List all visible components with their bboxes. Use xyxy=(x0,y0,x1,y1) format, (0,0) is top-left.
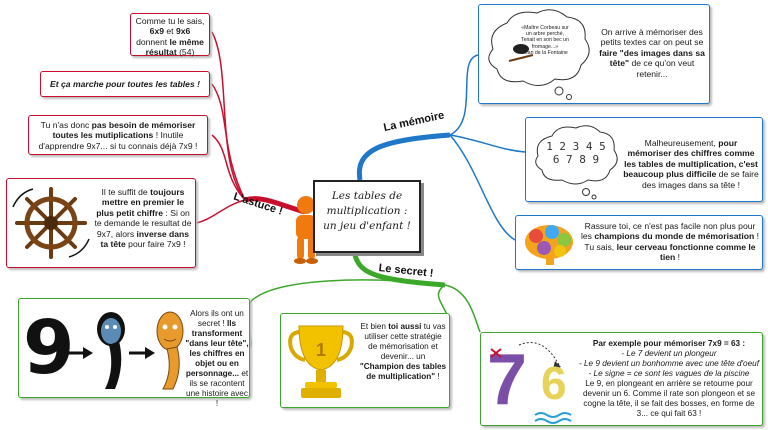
digit-nine-large: 9 xyxy=(23,305,75,391)
astuce-node-smallest-first[interactable]: Il te suffit de toujours mettre en premi… xyxy=(6,178,196,268)
quote-line: un arbre perché, xyxy=(525,31,565,38)
text: de ce qu'on veut retenir... xyxy=(629,58,695,79)
memoire-node-images[interactable]: «Maître Corbeau sur un arbre perché, Ten… xyxy=(478,4,710,104)
digits-cloud xyxy=(535,125,618,200)
memoire-node-digits-difficult[interactable]: 1 2 3 4 5 6 7 8 9 Malheureusement, pour … xyxy=(525,117,763,202)
memoire-node-champions[interactable]: Rassure toi, ce n'est pas facile non plu… xyxy=(515,215,763,270)
text: Il te suffit de xyxy=(101,187,151,197)
quote-line: fromage...» xyxy=(531,43,559,50)
nine-character-icon xyxy=(97,312,125,389)
text: pour faire 7x9 ! xyxy=(125,239,186,250)
astuce-node-commutativity[interactable]: Comme tu le sais, 6x9 et 9x6 donnent le … xyxy=(130,13,210,58)
text: Et bien xyxy=(360,322,389,331)
example-story: Le 9, en plongeant en arrière se retourn… xyxy=(582,379,756,418)
text: Ils transforment "dans leur tête", les c… xyxy=(185,319,249,378)
example-line: - Le 9 devient un bonhomme avec une tête… xyxy=(579,359,759,368)
text: On arrive à mémoriser des petits textes … xyxy=(600,27,704,48)
quote-line: Tenait en son bec un xyxy=(521,37,569,44)
astuce-link-3 xyxy=(211,134,246,201)
center-title-line-3: un jeu d'enfant ! xyxy=(323,220,411,232)
secret-node-example[interactable]: 7 6 Par exemple pour mémoriser 7x9 = 63 … xyxy=(480,332,763,426)
text: (54) xyxy=(176,47,195,58)
secret-node-transform[interactable]: 9 Alors ils ont un secret ! Ils transfor… xyxy=(18,298,250,408)
text: Et ça marche pour toutes les tables ! xyxy=(50,79,200,89)
diving-scene-icon xyxy=(490,342,572,424)
text: Alors ils ont un secret ! xyxy=(190,309,244,328)
thought-bubble xyxy=(488,9,590,100)
text: ! xyxy=(675,252,681,263)
digit-seven-diver: 7 xyxy=(487,340,528,420)
center-title-line-2: multiplication : xyxy=(326,205,408,217)
text: 6x9 xyxy=(149,26,165,37)
text: faire "des images dans sa tête" xyxy=(599,47,705,69)
text: Rassure toi, ce n'est pas facile non plu… xyxy=(580,221,756,242)
text: tu vas utiliser cette stratégie de mémor… xyxy=(364,322,446,361)
digits-line: 6 7 8 9 xyxy=(552,153,600,166)
center-topic[interactable]: Les tables de multiplication : un jeu d'… xyxy=(313,180,421,253)
text: Malheureusement, xyxy=(644,138,719,148)
text: pour mémoriser des chiffres comme les ta… xyxy=(623,138,758,180)
text: leur cerveau fonctionne comme le tien xyxy=(616,241,756,263)
text: pas besoin de mémoriser toutes les mutip… xyxy=(52,120,196,141)
digits-line: 1 2 3 4 5 xyxy=(546,140,606,153)
astuce-node-no-need[interactable]: Tu n'as donc pas besoin de mémoriser tou… xyxy=(28,115,208,155)
trophy-icon: 1 xyxy=(288,325,354,398)
text: toujours mettre en premier le plus petit… xyxy=(96,187,185,218)
brain-icon xyxy=(525,225,573,265)
text: : Si on te demande le resultat de 9x7, a… xyxy=(94,207,192,239)
ship-wheel-icon xyxy=(12,187,90,259)
text: Tu n'as donc xyxy=(40,120,92,130)
example-line: - Le signe = ce sont les vagues de la pi… xyxy=(588,369,750,378)
text: ! Tu sais, xyxy=(584,231,760,252)
memoire-link-2 xyxy=(449,134,526,153)
text: ! xyxy=(435,372,440,381)
text: 9x6 xyxy=(175,26,191,37)
text: le même résultat xyxy=(145,36,204,58)
arrow-right-icon xyxy=(129,347,155,359)
text: "Champion des tables de multiplication" xyxy=(359,362,447,381)
digit-six-character: 6 xyxy=(541,357,567,409)
memoire-link-1 xyxy=(449,54,479,136)
text: et xyxy=(164,26,176,37)
text: champions du monde de mémorisation xyxy=(594,231,755,242)
egg-head-character-icon xyxy=(156,311,184,390)
astuce-link-2 xyxy=(211,83,246,201)
crow-icon xyxy=(508,44,534,62)
quote-author: Jean de la Fontaine xyxy=(522,49,568,56)
example-line: - Le 7 devient un plongeur xyxy=(621,349,717,358)
astuce-link-1 xyxy=(211,31,246,201)
svg-text:1: 1 xyxy=(316,340,326,360)
astuce-branch-line xyxy=(244,196,306,215)
memoire-link-3 xyxy=(449,134,516,241)
astuce-link-4 xyxy=(195,199,246,224)
example-title: Par exemple pour mémoriser 7x9 = 63 : xyxy=(592,339,746,348)
text: donnent xyxy=(136,36,170,47)
astuce-node-all-tables[interactable]: Et ça marche pour toutes les tables ! xyxy=(40,71,210,97)
secret-node-champion[interactable]: 1 Et bien toi aussi tu vas utiliser cett… xyxy=(280,313,450,408)
text: toi aussi xyxy=(388,322,422,331)
arrow-right-icon xyxy=(67,347,93,359)
text: Comme tu le sais, xyxy=(135,16,205,26)
memoire-branch-line xyxy=(356,132,451,181)
text: ! Inutile d'apprendre 9x7... si tu conna… xyxy=(38,130,198,151)
text: et ils se racontent une histoire avec ! xyxy=(186,369,249,408)
secret-link-3 xyxy=(444,284,481,333)
text: inverse dans ta tête xyxy=(100,228,190,250)
center-title-line-1: Les tables de xyxy=(331,190,403,202)
quote-line: «Maître Corbeau sur xyxy=(521,25,569,31)
text: de se faire des images dans sa tête ! xyxy=(642,169,759,190)
